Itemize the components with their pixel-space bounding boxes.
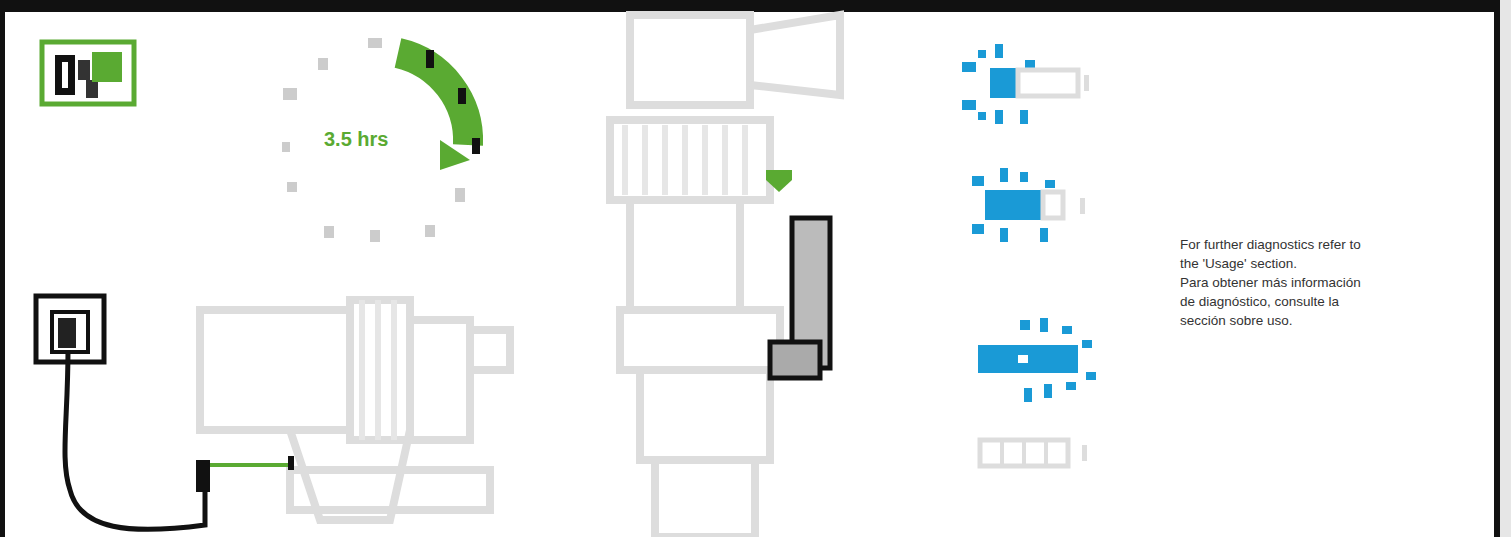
diagnostics-note-es: Para obtener más información de diagnóst…	[1180, 273, 1370, 330]
diagnostics-note: For further diagnostics refer to the 'Us…	[1180, 235, 1370, 273]
charge-time: 3.5 hrs	[322, 128, 390, 151]
